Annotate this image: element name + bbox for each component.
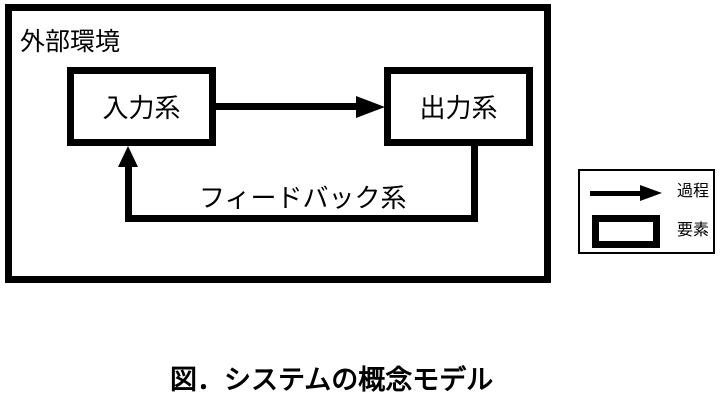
- legend-label-process: 過程: [677, 183, 710, 200]
- node-input-system: 入力系: [67, 67, 216, 146]
- node-output-system: 出力系: [384, 67, 533, 146]
- process-arrow-head-icon: [356, 96, 385, 118]
- legend-arrow-head-icon: [640, 185, 662, 201]
- legend-element-box-icon: [592, 215, 660, 248]
- node-input-system-label: 入力系: [102, 93, 181, 123]
- feedback-line-up: [125, 166, 132, 222]
- legend-arrow-icon: [590, 191, 641, 196]
- process-arrow-line: [216, 103, 357, 110]
- feedback-line-down: [471, 145, 478, 222]
- figure-caption: 図．システムの概念モデル: [170, 365, 494, 395]
- legend-label-element: 要素: [677, 222, 710, 239]
- legend-box: 過程 要素: [578, 169, 715, 254]
- node-output-system-label: 出力系: [419, 93, 498, 123]
- feedback-label: フィードバック系: [199, 183, 407, 213]
- external-environment-label: 外部環境: [20, 28, 121, 56]
- feedback-line-across: [125, 215, 478, 222]
- feedback-arrow-head-icon: [118, 146, 138, 167]
